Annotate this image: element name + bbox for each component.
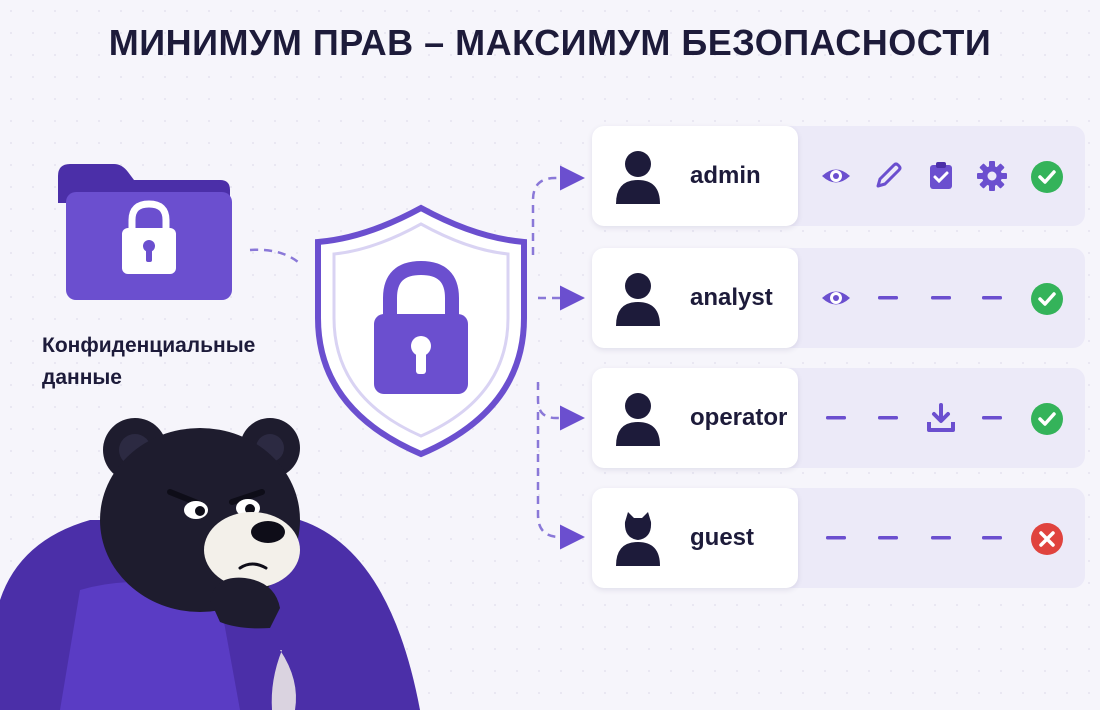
confidential-data-label: Конфиденциальные данные <box>42 334 256 389</box>
edit-icon <box>872 160 904 192</box>
padlock-icon <box>374 260 468 394</box>
role-card: operator <box>592 368 798 468</box>
shield-lock-icon <box>315 204 527 458</box>
no-permission-dash <box>820 402 852 434</box>
denied-cross-icon <box>1030 522 1064 556</box>
role-name: operator <box>690 404 788 431</box>
role-name: guest <box>690 524 755 551</box>
allowed-check-icon <box>1030 402 1064 436</box>
no-permission-dash <box>925 522 957 554</box>
role-row-operator: operator <box>592 368 1085 468</box>
role-row-guest: guest <box>592 488 1085 588</box>
no-permission-dash <box>925 282 957 314</box>
allowed-check-icon <box>1030 160 1064 194</box>
role-row-analyst: analyst <box>592 248 1085 348</box>
role-name: admin <box>690 162 761 189</box>
user-icon <box>616 393 660 446</box>
no-permission-dash <box>820 522 852 554</box>
user-icon <box>616 273 660 326</box>
padlock-icon <box>122 200 176 274</box>
role-card: analyst <box>592 248 798 348</box>
guest-user-icon <box>616 512 660 566</box>
user-icon <box>616 151 660 204</box>
gear-icon <box>976 160 1008 192</box>
locked-folder-icon <box>58 164 232 300</box>
page-title: МИНИМУМ ПРАВ – МАКСИМУМ БЕЗОПАСНОСТИ <box>108 22 992 63</box>
download-icon <box>925 402 957 434</box>
no-permission-dash <box>872 402 904 434</box>
role-card: guest <box>592 488 798 588</box>
no-permission-dash <box>872 522 904 554</box>
no-permission-dash <box>872 282 904 314</box>
role-row-admin: admin <box>592 126 1085 226</box>
view-icon <box>820 282 852 314</box>
no-permission-dash <box>976 282 1008 314</box>
bear-mascot-illustration <box>0 418 420 710</box>
clipboard-check-icon <box>925 160 957 192</box>
role-card: admin <box>592 126 798 226</box>
no-permission-dash <box>976 522 1008 554</box>
no-permission-dash <box>976 402 1008 434</box>
allowed-check-icon <box>1030 282 1064 316</box>
role-name: analyst <box>690 284 773 311</box>
view-icon <box>820 160 852 192</box>
